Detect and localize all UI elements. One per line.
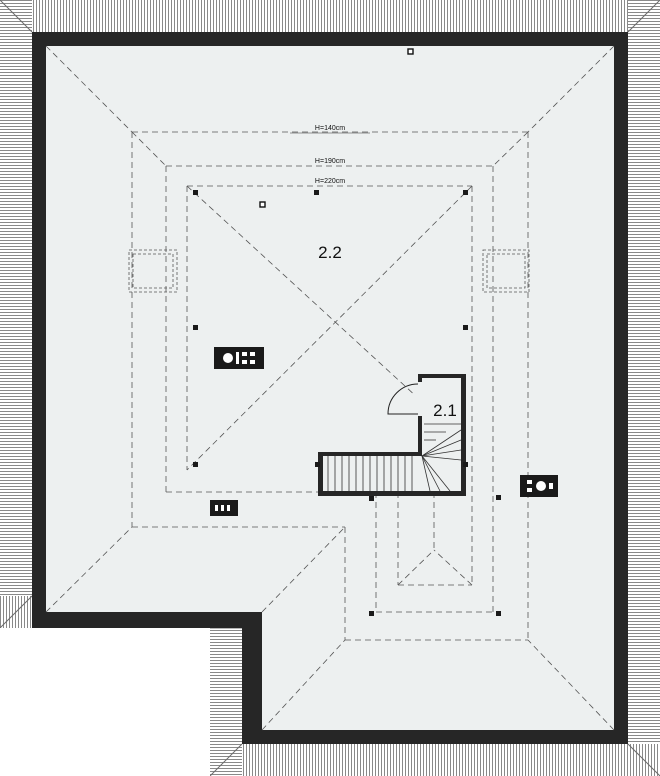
post — [193, 462, 198, 467]
post — [369, 496, 374, 501]
duct-block-small — [210, 500, 238, 516]
post — [496, 495, 501, 500]
height-label-220: H=220cm — [315, 178, 345, 185]
staircase-room — [318, 374, 466, 496]
height-label-140: H=140cm — [315, 125, 345, 132]
vent-icon — [259, 201, 266, 208]
post — [193, 190, 198, 195]
post — [463, 462, 468, 467]
roof-hip-lines — [45, 45, 615, 731]
dormer-window-right — [482, 249, 530, 293]
chimney-block-right — [520, 475, 558, 497]
post — [463, 190, 468, 195]
eave-top — [0, 0, 660, 32]
eave-left — [0, 0, 32, 628]
post — [315, 462, 320, 467]
door-swing — [387, 383, 419, 415]
post — [193, 325, 198, 330]
height-label-190: H=190cm — [315, 158, 345, 165]
chimney-block-main — [214, 347, 264, 369]
eave-lower-left — [210, 628, 242, 776]
post — [369, 611, 374, 616]
post — [314, 190, 319, 195]
room-label-2-2: 2.2 — [318, 243, 342, 262]
vent-icon — [407, 48, 414, 55]
post — [496, 611, 501, 616]
eave-bottom — [210, 744, 660, 776]
room-label-2-1: 2.1 — [433, 401, 457, 420]
eave-right — [628, 0, 660, 776]
roof-posts — [193, 190, 501, 616]
vent-markers — [259, 48, 414, 208]
dormer-window-left — [128, 249, 178, 293]
post — [463, 325, 468, 330]
